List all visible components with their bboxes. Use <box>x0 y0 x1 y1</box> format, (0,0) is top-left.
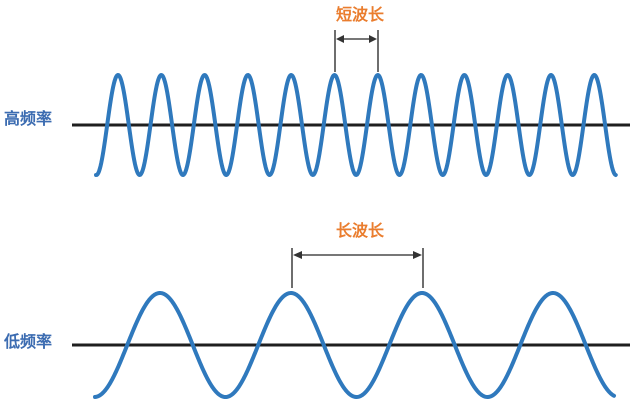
long-wavelength-label: 长波长 <box>336 221 385 240</box>
high-frequency-panel: 高频率 短波长 <box>0 0 630 200</box>
long-wavelength-marker <box>291 248 424 288</box>
short-wavelength-arrow-left <box>336 35 344 43</box>
low-frequency-wave <box>93 291 616 399</box>
long-wavelength-arrow-left <box>293 251 302 259</box>
short-wavelength-arrow-right <box>369 35 377 43</box>
long-wavelength-arrow-right <box>413 251 422 259</box>
high-frequency-label: 高频率 <box>4 109 53 128</box>
low-frequency-wave-plot <box>72 248 630 399</box>
low-frequency-panel: 低频率 长波长 <box>0 210 630 406</box>
high-frequency-wave <box>94 73 618 177</box>
short-wavelength-label: 短波长 <box>336 5 385 24</box>
low-frequency-label: 低频率 <box>4 332 53 351</box>
short-wavelength-marker <box>334 30 379 72</box>
high-frequency-wave-plot <box>72 30 630 177</box>
